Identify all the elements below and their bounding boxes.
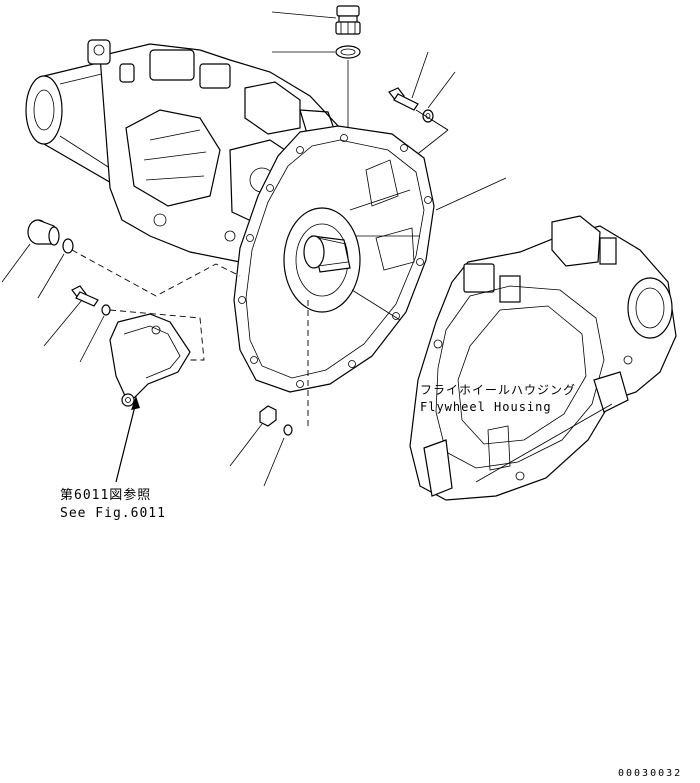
flywheel-housing-label-en: Flywheel Housing [420, 400, 552, 414]
plug-icon [27, 219, 60, 246]
oring-icon [62, 238, 74, 254]
arrow-head-icon [131, 396, 140, 410]
leader-line [109, 309, 205, 361]
leader-line [37, 253, 65, 299]
leader-line [427, 71, 456, 109]
bolt-icon [71, 285, 99, 307]
oring-icon [283, 424, 293, 436]
flywheel-housing [409, 215, 677, 501]
oring-icon [335, 45, 361, 59]
leader-line [411, 51, 429, 99]
washer-icon [422, 109, 434, 123]
fitting-icon [335, 5, 361, 35]
reference-arrow [115, 401, 137, 483]
leader-line [431, 119, 449, 131]
leader-line [271, 11, 337, 19]
plug-icon [259, 405, 277, 427]
leader-line [229, 423, 263, 467]
bracket-icon [109, 313, 191, 407]
leader-line [1, 243, 31, 283]
leader-line [79, 315, 105, 363]
reference-label-jp: 第6011図参照 [60, 488, 152, 503]
drawing-code: 00030032 [618, 768, 683, 779]
mount-flange [233, 125, 435, 393]
washer-icon [101, 304, 111, 316]
bolt-icon [388, 87, 419, 111]
flywheel-housing-label-jp: フライホイールハウジング [420, 383, 577, 397]
reference-label-en: See Fig.6011 [60, 506, 166, 521]
leader-line [263, 437, 285, 487]
leader-line [435, 177, 507, 211]
leader-line [43, 299, 83, 347]
